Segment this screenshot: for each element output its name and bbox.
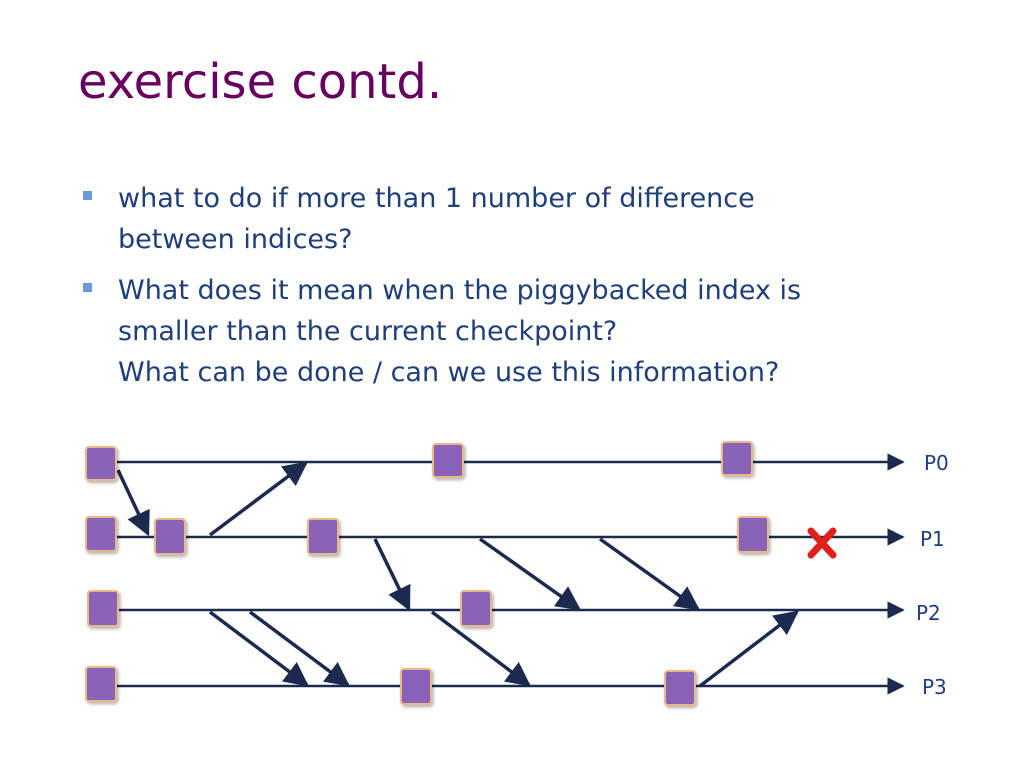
slide-title: exercise contd. (78, 54, 443, 110)
checkpoint-p0 (85, 446, 117, 481)
message-arrow (208, 610, 309, 687)
message-arrow (116, 469, 150, 537)
bullet-2-line-3: What can be done / can we use this infor… (118, 357, 780, 388)
message-arrow (248, 610, 350, 687)
checkpoint-p0 (432, 443, 464, 478)
checkpoint-p1 (154, 518, 186, 555)
checkpoint-p2 (87, 590, 119, 627)
checkpoints (85, 441, 769, 706)
message-arrow (598, 537, 700, 611)
process-label-p2: P2 (916, 601, 941, 625)
checkpoint-p3 (400, 668, 432, 705)
bullet-1-line-2: between indices? (118, 224, 353, 255)
message-arrow (373, 538, 411, 612)
process-label-p1: P1 (920, 527, 945, 551)
square-bullet-icon (83, 283, 92, 292)
bullet-2-line-1: What does it mean when the piggybacked i… (118, 275, 802, 306)
checkpoint-p3 (85, 666, 117, 702)
red-x-failure-icon (807, 527, 837, 559)
bullet-list: what to do if more than 1 number of diff… (80, 178, 960, 403)
message-arrow (698, 610, 799, 688)
process-label-p3: P3 (922, 675, 947, 699)
process-label-p0: P0 (924, 451, 949, 475)
checkpoint-p2 (460, 590, 492, 627)
checkpoint-p1 (85, 516, 117, 552)
checkpoint-p1 (737, 516, 769, 553)
timelines (100, 453, 905, 695)
messages (116, 461, 799, 688)
bullet-1-line-1: what to do if more than 1 number of diff… (118, 183, 755, 214)
checkpoint-p1 (307, 518, 339, 555)
square-bullet-icon (83, 191, 92, 200)
bullet-item-2: What does it mean when the piggybacked i… (80, 270, 960, 393)
message-arrow (478, 537, 582, 611)
message-arrow (430, 610, 531, 687)
bullet-2-line-2: smaller than the current checkpoint? (118, 316, 618, 347)
checkpoint-p3 (664, 670, 696, 706)
bullet-item-1: what to do if more than 1 number of diff… (80, 178, 960, 260)
checkpoint-p0 (721, 441, 753, 476)
message-arrow (208, 461, 308, 537)
